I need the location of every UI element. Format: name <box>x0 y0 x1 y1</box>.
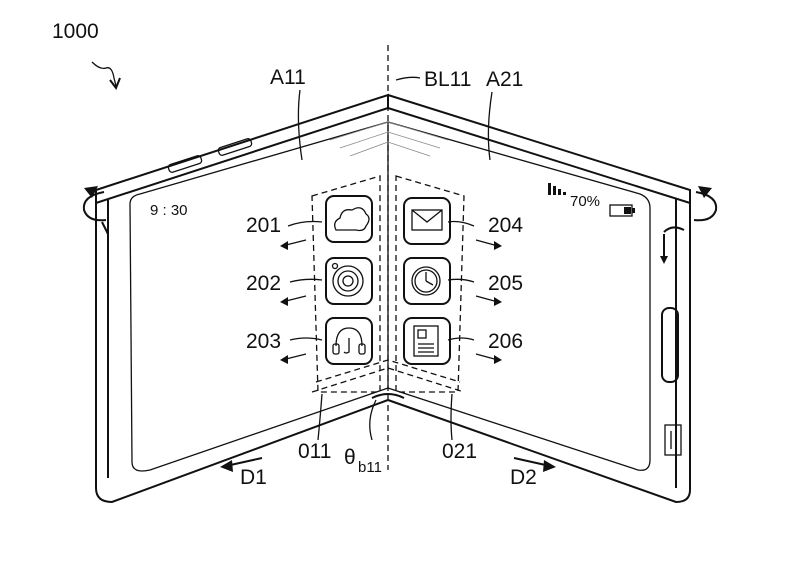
direction-arrow-d1 <box>220 457 263 472</box>
status-time: 9 : 30 <box>150 202 188 219</box>
label-d2: D2 <box>510 466 537 489</box>
label-205: 205 <box>488 272 523 295</box>
label-angle-sub: b11 <box>358 459 382 476</box>
gallery-icon[interactable] <box>403 317 451 365</box>
headphones-icon[interactable] <box>325 317 373 365</box>
label-d1: D1 <box>240 466 267 489</box>
figure-reference: 1000 <box>52 20 99 43</box>
label-206: 206 <box>488 330 523 353</box>
label-011: 011 <box>298 440 331 463</box>
cloud-icon[interactable] <box>325 195 373 243</box>
label-204: 204 <box>488 214 523 237</box>
label-bl11: BL11 <box>424 68 472 91</box>
label-a21: A21 <box>486 68 523 91</box>
region-021 <box>395 175 465 393</box>
direction-arrow-d2 <box>513 457 556 472</box>
battery-icon <box>609 204 635 217</box>
label-021: 021 <box>442 440 477 463</box>
drag-arrows-left <box>280 239 307 364</box>
target-icon[interactable] <box>325 257 373 305</box>
label-201: 201 <box>246 214 281 237</box>
signal-icon <box>548 183 566 195</box>
rotate-arrow-left <box>82 186 109 235</box>
device-body <box>95 93 691 504</box>
region-011 <box>311 175 381 393</box>
rotate-arrow-right <box>660 186 718 264</box>
clock-icon[interactable] <box>403 257 451 305</box>
leader-lines <box>91 61 493 441</box>
label-a11: A11 <box>270 66 306 89</box>
label-angle: θ <box>344 446 356 469</box>
battery-percent: 70% <box>570 193 600 210</box>
drag-arrows-right <box>475 239 502 364</box>
label-203: 203 <box>246 330 281 353</box>
mail-icon[interactable] <box>403 197 451 245</box>
label-202: 202 <box>246 272 281 295</box>
